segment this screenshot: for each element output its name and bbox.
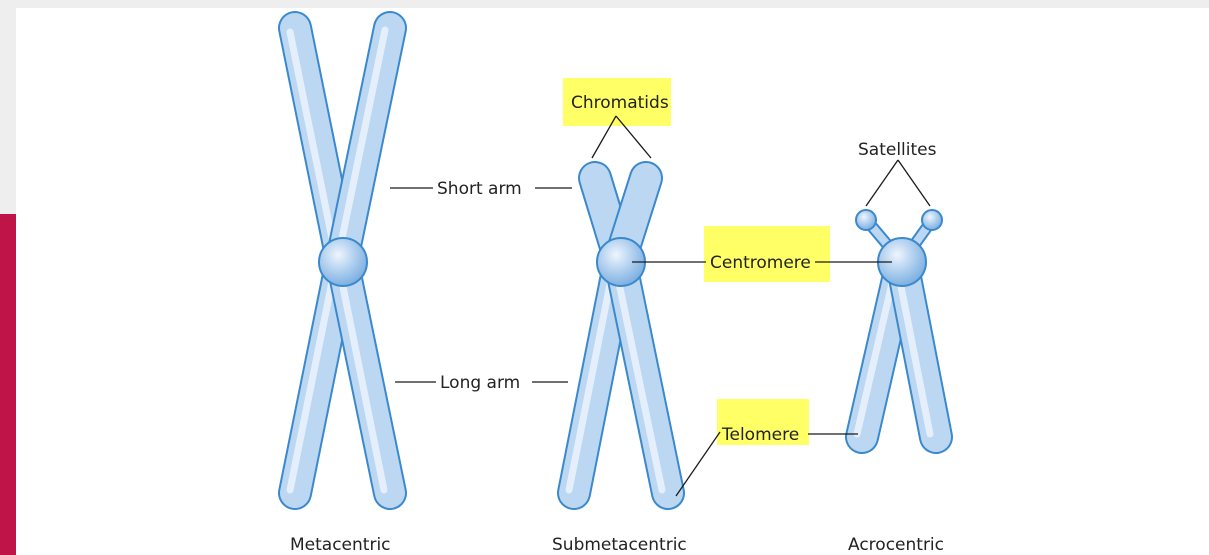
submetacentric-caption: Submetacentric xyxy=(552,535,687,555)
metacentric-caption: Metacentric xyxy=(290,535,391,555)
metacentric-chromosome xyxy=(290,28,390,493)
telomere-label: Telomere xyxy=(721,425,799,445)
chromatid-left xyxy=(569,178,620,493)
satellites-leader-right xyxy=(898,160,930,206)
satellites-label: Satellites xyxy=(858,140,937,160)
chromatid-right xyxy=(897,262,936,437)
long-arm-label: Long arm xyxy=(440,373,520,393)
chromatids-label: Chromatids xyxy=(571,93,669,113)
centromere-metacentric xyxy=(319,238,367,286)
submetacentric-chromosome xyxy=(569,178,668,493)
satellites-leader-left xyxy=(866,160,898,206)
acrocentric-chromosome xyxy=(856,210,942,437)
telomere-leader-left xyxy=(676,432,720,496)
centromere-label: Centromere xyxy=(710,253,811,273)
acrocentric-caption: Acrocentric xyxy=(848,535,944,555)
chromatid-right xyxy=(615,178,668,493)
satellite-right xyxy=(922,210,942,230)
short-arm-label: Short arm xyxy=(437,179,522,199)
satellite-left xyxy=(856,210,876,230)
